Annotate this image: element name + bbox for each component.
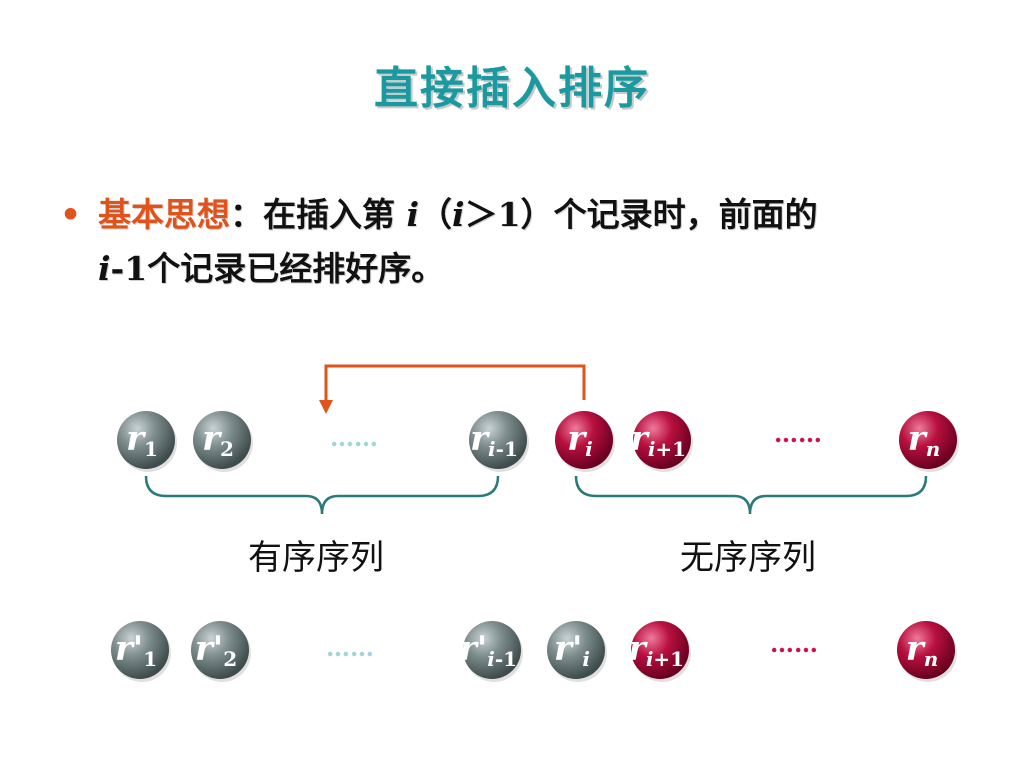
unsorted-sequence-label: 无序序列 xyxy=(680,538,816,578)
record-ball-row1-2: r2 xyxy=(193,411,253,472)
record-row-after: r'1 r'2 r'i-1 r'i ri+1 rn …… …… xyxy=(111,621,957,682)
slide-title: 直接插入排序 xyxy=(374,63,650,114)
svg-text:ri-1: ri-1 xyxy=(470,419,518,461)
record-ball-row2-2: r'2 xyxy=(191,621,251,682)
record-ball-row2-i+1: ri+1 xyxy=(628,621,691,682)
gt-one: ＞1） xyxy=(464,195,554,234)
bullet-keyword: 基本思想 xyxy=(98,195,230,234)
bullet-colon: ： xyxy=(230,195,263,234)
svg-text:ri+1: ri+1 xyxy=(628,629,684,671)
record-ball-row1-i+1: ri+1 xyxy=(630,411,693,472)
bullet-dot: • xyxy=(60,195,82,234)
ellipsis-sorted: …… xyxy=(330,423,378,452)
record-ball-row2-n: rn xyxy=(897,621,957,682)
sorted-brace xyxy=(144,475,500,515)
svg-text:r'i: r'i xyxy=(554,629,590,671)
insert-arrow xyxy=(319,364,586,414)
svg-text:r2: r2 xyxy=(202,419,234,461)
svg-text:r'1: r'1 xyxy=(115,629,157,671)
record-ball-row2-i: r'i xyxy=(547,621,607,682)
var-i-3: i xyxy=(98,249,111,288)
ellipsis-unsorted: …… xyxy=(770,629,818,658)
svg-text:ri: ri xyxy=(567,419,593,461)
bullet-line1-a: 在插入第 xyxy=(263,195,407,234)
ellipsis-sorted: …… xyxy=(326,633,374,662)
record-ball-row1-i-1: ri-1 xyxy=(469,411,529,472)
svg-text:r1: r1 xyxy=(126,419,158,461)
svg-text:ri+1: ri+1 xyxy=(630,419,686,461)
record-ball-row1-1: r1 xyxy=(117,411,177,472)
sorted-sequence-label: 有序序列 xyxy=(248,538,384,578)
bullet-line1-b: 个记录时，前面的 xyxy=(553,195,818,234)
record-row-before: r1 r2 ri-1 ri ri+1 rn …… …… xyxy=(117,411,959,472)
paren-open: （ xyxy=(419,195,453,234)
svg-text:rn: rn xyxy=(908,419,940,461)
unsorted-brace xyxy=(574,475,928,515)
var-i: i xyxy=(406,195,420,234)
ellipsis-unsorted: …… xyxy=(774,419,822,448)
bullet-paragraph: • 基本思想：在插入第 i（i＞1）个记录时，前面的 i-1个记录已经排好序。 xyxy=(60,188,980,296)
record-ball-row1-i: ri xyxy=(555,411,615,472)
var-i-2: i xyxy=(452,195,465,234)
bullet-text: 基本思想：在插入第 i（i＞1）个记录时，前面的 i-1个记录已经排好序。 xyxy=(98,188,980,296)
bullet-line2: -1个记录已经排好序。 xyxy=(110,249,445,288)
record-ball-row1-n: rn xyxy=(899,411,959,472)
svg-text:r'i-1: r'i-1 xyxy=(459,629,517,671)
record-ball-row2-i-1: r'i-1 xyxy=(459,621,523,682)
svg-text:rn: rn xyxy=(906,629,938,671)
svg-text:r'2: r'2 xyxy=(195,629,237,671)
record-ball-row2-1: r'1 xyxy=(111,621,171,682)
